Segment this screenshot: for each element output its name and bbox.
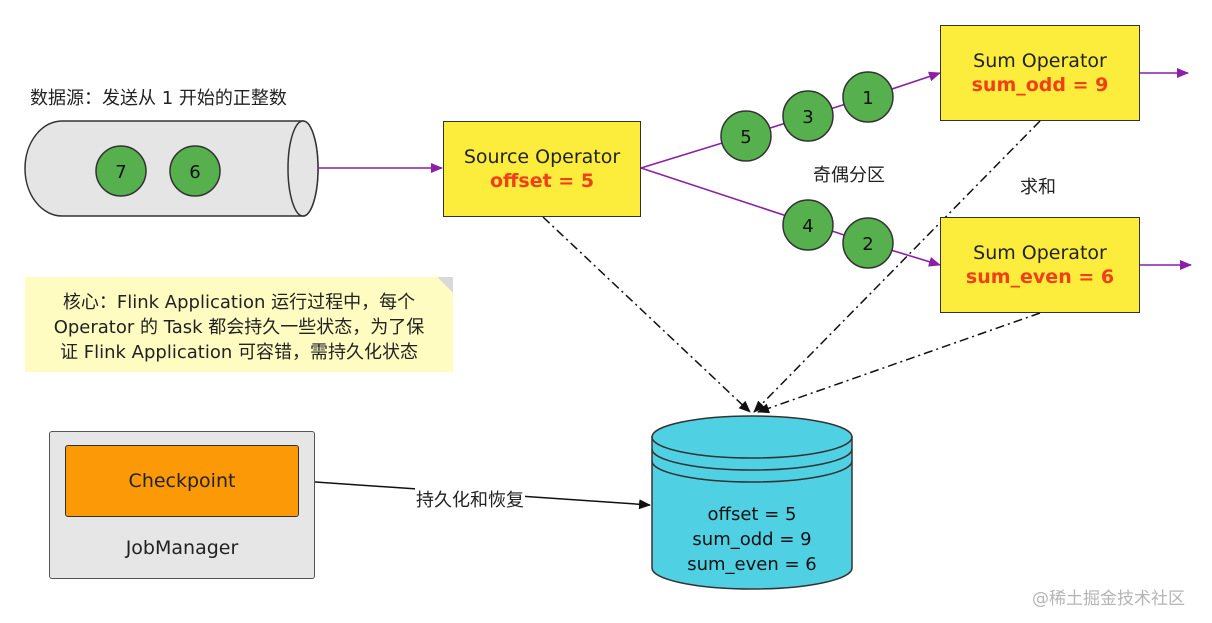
edge-sum-even-to-storage [757,312,1041,414]
core-note: 核心：Flink Application 运行过程中，每个 Operator 的… [25,277,453,372]
odd-stream-item-5: 5 [720,110,772,162]
jobmanager-label: JobManager [125,537,239,559]
source-operator: Source Operator offset = 5 [443,121,641,217]
sum-even-operator: Sum Operator sum_even = 6 [940,217,1140,313]
source-operator-state: offset = 5 [489,170,595,192]
svg-text:6: 6 [189,162,200,183]
even-stream-item-2: 2 [842,217,894,269]
svg-text:1: 1 [862,88,873,109]
sum-even-operator-state: sum_even = 6 [965,266,1115,288]
state-storage-cylinder [651,415,853,590]
source-operator-title: Source Operator [463,146,621,168]
svg-text:5: 5 [740,127,751,148]
core-note-line-3: 证 Flink Application 可容错，需持久化状态 [60,342,418,363]
persist-restore-label: 持久化和恢复 [415,486,525,512]
watermark: @稀土掘金技术社区 [1032,589,1185,609]
odd-stream-item-1: 1 [842,71,894,123]
edge-sum-odd-to-storage [753,120,1041,413]
partition-label: 奇偶分区 [813,165,885,186]
pipe-item-6: 6 [169,145,221,197]
edge-source-op-to-storage [542,216,751,413]
storage-sum-odd: sum_odd = 9 [692,529,812,550]
storage-sum-even: sum_even = 6 [687,554,817,575]
svg-text:7: 7 [115,162,126,183]
odd-stream-item-3: 3 [782,90,834,142]
sum-odd-operator: Sum Operator sum_odd = 9 [940,25,1140,121]
svg-text:2: 2 [862,234,873,255]
storage-offset: offset = 5 [707,504,797,525]
pipe-item-7: 7 [95,145,147,197]
source-caption: 数据源：发送从 1 开始的正整数 [30,88,287,109]
edge-source-op-to-sum-even [640,167,941,267]
sum-even-operator-title: Sum Operator [973,242,1107,264]
sum-odd-operator-state: sum_odd = 9 [971,74,1109,96]
core-note-line-2: Operator 的 Task 都会持久一些状态，为了保 [53,317,425,338]
svg-text:3: 3 [802,107,813,128]
state-storage-content: offset = 5 sum_odd = 9 sum_even = 6 [652,502,852,577]
core-note-line-1: 核心：Flink Application 运行过程中，每个 [62,292,416,313]
svg-text:4: 4 [802,216,813,237]
sum-odd-operator-title: Sum Operator [973,50,1107,72]
checkpoint-box: Checkpoint [65,445,299,517]
sum-label: 求和 [1020,177,1056,198]
even-stream-item-4: 4 [782,199,834,251]
